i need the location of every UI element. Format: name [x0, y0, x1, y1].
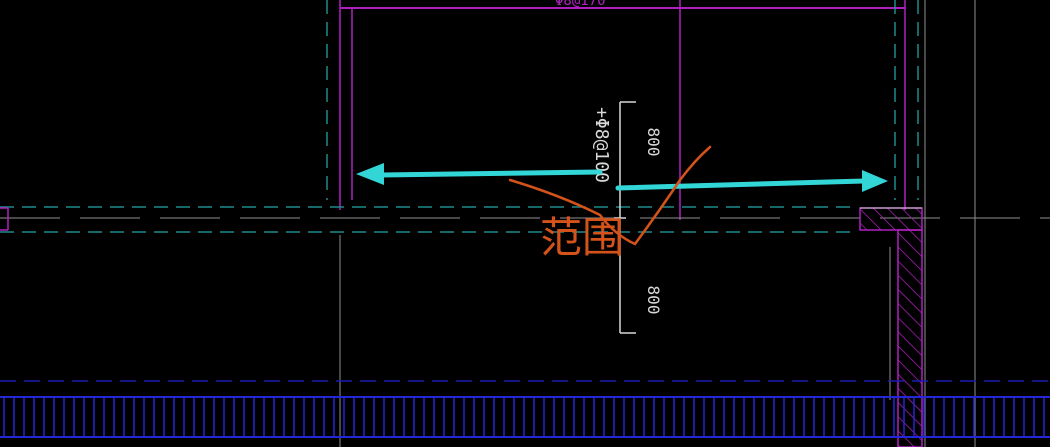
teal-dashed-outline	[0, 0, 919, 233]
vertical-dimension	[614, 101, 636, 334]
rebar-callout: +Φ8@100	[591, 107, 612, 183]
freehand-checkmark	[508, 145, 712, 246]
range-annotation: 范围	[540, 213, 624, 262]
top-rebar-label: Φ8@170	[555, 0, 606, 9]
left-arrowhead	[356, 163, 384, 185]
range-arrows	[356, 163, 888, 192]
bottom-blue-band	[0, 380, 1050, 438]
top-slab-frame	[339, 0, 906, 220]
dimension-upper: 800	[644, 128, 663, 157]
dimension-lower: 800	[644, 286, 663, 315]
hatched-wall-section	[859, 207, 923, 447]
right-arrowhead	[862, 170, 888, 192]
left-beam-end	[0, 207, 9, 231]
